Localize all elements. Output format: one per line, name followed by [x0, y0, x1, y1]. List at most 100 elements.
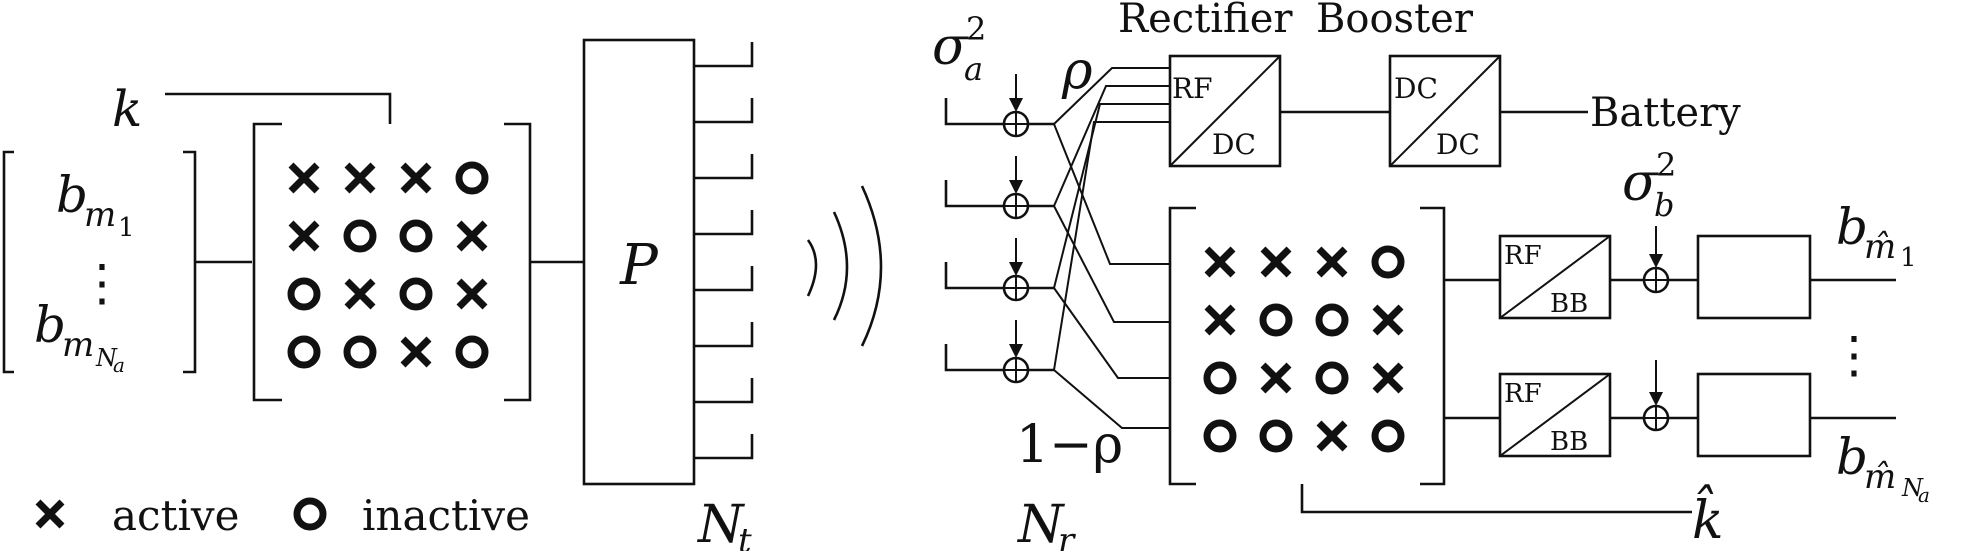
rx-pattern-active-cell	[1260, 246, 1292, 278]
svg-text:b: b	[34, 296, 66, 354]
rx-antenna-chain	[944, 103, 1170, 379]
nt-label: N t	[696, 495, 752, 556]
svg-text:N: N	[696, 495, 745, 551]
booster-label: Booster	[1316, 0, 1474, 42]
tx-pattern-active-cell	[400, 162, 432, 194]
k-bracket-line	[165, 92, 392, 124]
tx-pattern-active-cell	[456, 220, 488, 252]
rx-pattern-bracket	[1168, 206, 1446, 486]
rectifier-rf-dc-block: RF DC	[1168, 54, 1282, 168]
svg-text:a: a	[1918, 483, 1930, 507]
tx-antenna	[694, 210, 754, 236]
precoder-block	[582, 38, 696, 486]
svg-text:m: m	[62, 325, 94, 365]
tx-antenna	[694, 266, 754, 292]
svg-text:2: 2	[1656, 146, 1676, 184]
rx-pattern-inactive-cell	[1371, 419, 1405, 453]
one-minus-rho-label: 1−ρ	[1016, 415, 1123, 475]
svg-text:1: 1	[1900, 243, 1917, 273]
rx-pattern-inactive-cell	[1203, 361, 1237, 395]
tx-antennas	[694, 42, 754, 460]
rx-antenna-chains	[944, 67, 1170, 429]
bit-vector-dots: ⋮	[77, 254, 127, 312]
rx-antenna-chain	[944, 121, 1170, 429]
svg-text:r: r	[1058, 521, 1076, 551]
svg-text:a: a	[964, 50, 983, 88]
svg-text:m: m	[84, 195, 116, 235]
khat-label: k̂	[1692, 485, 1724, 551]
svg-text:N: N	[1016, 495, 1065, 551]
svg-text:m̂: m̂	[1864, 457, 1896, 497]
tx-antenna	[694, 322, 754, 348]
svg-text:t: t	[738, 521, 752, 551]
bit-vector-top: b m 1	[56, 166, 135, 243]
rx-pattern-inactive-cell	[1315, 303, 1349, 337]
svg-text:RF: RF	[1172, 72, 1213, 105]
svg-text:DC: DC	[1436, 128, 1480, 161]
legend: active inactive	[35, 491, 530, 540]
tx-pattern-inactive-cell	[287, 277, 321, 311]
svg-text:BB: BB	[1550, 289, 1588, 319]
tx-pattern-inactive-cell	[287, 335, 321, 369]
legend-inactive-label: inactive	[362, 491, 530, 540]
sigma-a-label: σ 2 a	[932, 10, 986, 88]
precoder-label: P	[619, 233, 659, 298]
output-bit-top: b m̂ 1	[1836, 198, 1917, 273]
svg-text:σ: σ	[932, 17, 969, 77]
rx-pattern-matrix	[1203, 245, 1405, 453]
svg-text:N: N	[95, 344, 118, 372]
battery-label: Battery	[1590, 90, 1741, 136]
rf-bb-block-bottom: RF BB	[1498, 372, 1612, 458]
tx-antenna	[694, 98, 754, 124]
rx-pattern-active-cell	[1260, 362, 1292, 394]
svg-text:1: 1	[118, 213, 135, 243]
k-label: k	[112, 80, 142, 138]
legend-active-label: active	[112, 491, 239, 540]
legend-inactive-icon	[293, 497, 327, 531]
tx-pattern-inactive-cell	[455, 161, 489, 195]
bit-vector-bottom: b m N a	[34, 296, 125, 377]
rx-pattern-active-cell	[1316, 246, 1348, 278]
svg-text:N: N	[1901, 474, 1924, 502]
tx-pattern-active-cell	[288, 220, 320, 252]
rx-pattern-active-cell	[1316, 420, 1348, 452]
legend-active-icon	[35, 499, 65, 529]
rx-pattern-inactive-cell	[1259, 419, 1293, 453]
adder-b-bottom	[1642, 404, 1670, 432]
svg-text:b: b	[1836, 198, 1868, 256]
tx-pattern-active-cell	[456, 278, 488, 310]
svg-text:DC: DC	[1212, 128, 1256, 161]
nr-label: N r	[1016, 495, 1076, 556]
detector-block-bottom	[1696, 372, 1812, 458]
tx-pattern-inactive-cell	[455, 335, 489, 369]
rx-pattern-inactive-cell	[1203, 419, 1237, 453]
tx-pattern-active-cell	[288, 162, 320, 194]
rectifier-label: Rectifier	[1118, 0, 1293, 42]
output-dots: ⋮	[1829, 326, 1879, 384]
wireless-signal-icon	[806, 185, 883, 347]
adder-b-top	[1642, 266, 1670, 294]
detector-block-top	[1696, 234, 1812, 320]
noise-b-arrow-top	[1649, 226, 1663, 268]
rf-bb-block-top: RF BB	[1498, 234, 1612, 320]
tx-antenna	[694, 42, 754, 68]
rx-pattern-inactive-cell	[1315, 361, 1349, 395]
tx-antenna	[694, 434, 754, 460]
rx-pattern-inactive-cell	[1259, 303, 1293, 337]
tx-pattern-inactive-cell	[399, 219, 433, 253]
booster-dc-dc-block: DC DC	[1388, 54, 1502, 168]
khat-bracket-line	[1300, 484, 1692, 514]
rx-pattern-active-cell	[1204, 304, 1236, 336]
tx-pattern-matrix	[287, 161, 489, 369]
sigma-b-label: σ 2 b	[1622, 146, 1676, 224]
svg-text:a: a	[113, 353, 125, 377]
rx-antenna-chain	[944, 67, 1170, 265]
rx-pattern-active-cell	[1372, 362, 1404, 394]
output-bit-bottom: b m̂ N a	[1836, 428, 1930, 507]
svg-text:2: 2	[966, 10, 986, 48]
tx-pattern-inactive-cell	[343, 335, 377, 369]
svg-text:RF: RF	[1504, 241, 1542, 271]
tx-pattern-active-cell	[400, 336, 432, 368]
